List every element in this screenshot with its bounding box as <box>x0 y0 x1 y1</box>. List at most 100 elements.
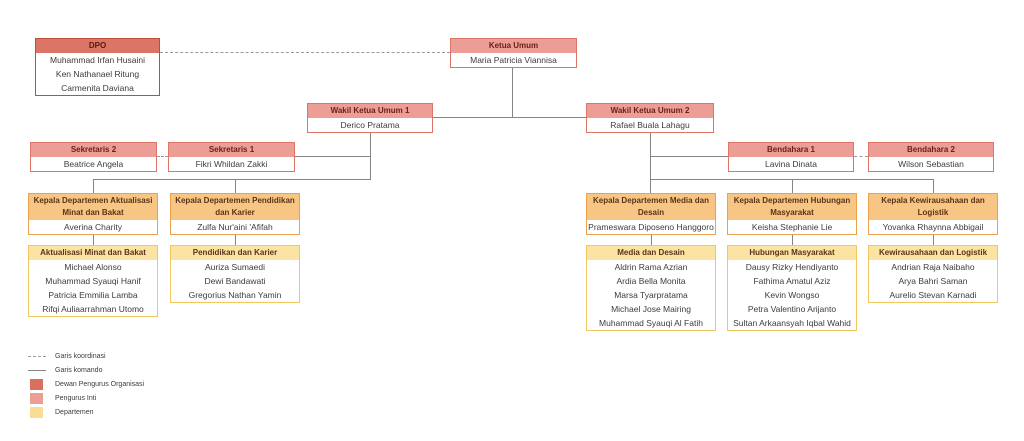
connector-humas-list-drop <box>792 230 793 247</box>
org-box-wakil-ketua-umum-2: Wakil Ketua Umum 2 Rafael Buala Lahagu <box>586 103 714 133</box>
org-box-dept-aktualisasi: Aktualisasi Minat dan Bakat Michael Alon… <box>28 245 158 317</box>
connector-sekretaris1-branch <box>294 156 371 157</box>
legend-item-departemen: Departemen <box>28 406 144 418</box>
member-name: Auriza Sumaedi <box>204 262 265 272</box>
connector-wakil2-drop <box>650 131 651 195</box>
box-title: Kepala Departemen Pendidikan dan Karier <box>171 194 299 220</box>
member-name: Petra Valentino Arijanto <box>747 304 837 314</box>
member-list: Derico Pratama <box>308 118 432 132</box>
coordination-dpo-ketua <box>160 52 450 53</box>
connector-wakil1-drop <box>370 131 371 180</box>
member-list: Zulfa Nur'aini 'Afifah <box>171 220 299 234</box>
member-name: Muhammad Syauqi Hanif <box>45 276 141 286</box>
box-title: Kepala Departemen Aktualisasi Minat dan … <box>29 194 157 220</box>
legend-label: Departemen <box>55 408 94 416</box>
member-list: Lavina Dinata <box>729 157 853 171</box>
solid-line-sample <box>28 369 46 371</box>
member-name: Rafael Buala Lahagu <box>610 120 690 130</box>
member-list: Wilson Sebastian <box>869 157 993 171</box>
legend-item-dewan-pengurus: Dewan Pengurus Organisasi <box>28 378 145 390</box>
member-list: Rafael Buala Lahagu <box>587 118 713 132</box>
member-name: Dewi Bandawati <box>204 276 266 286</box>
box-title: Wakil Ketua Umum 1 <box>308 104 432 118</box>
connector-media-list-drop <box>651 230 652 247</box>
color-swatch <box>30 392 43 404</box>
member-name: Keisha Stephanie Lie <box>751 222 833 232</box>
member-name: Rifqi Auliaarrahman Utomo <box>42 304 144 314</box>
connector-left-dept-bus <box>93 179 371 180</box>
member-name: Beatrice Angela <box>63 159 124 169</box>
box-title: Bendahara 1 <box>729 143 853 157</box>
org-box-sekretaris-2: Sekretaris 2 Beatrice Angela <box>30 142 157 172</box>
member-list: Prameswara Diposeno Hanggoro <box>587 220 715 234</box>
box-title: Wakil Ketua Umum 2 <box>587 104 713 118</box>
legend-label: Garis koordinasi <box>55 352 106 360</box>
legend-item-garis-koordinasi: Garis koordinasi <box>28 351 144 361</box>
connector-bendahara1-branch <box>650 156 729 157</box>
member-name: Zulfa Nur'aini 'Afifah <box>197 222 273 232</box>
member-name: Muhammad Syauqi Al Fatih <box>599 318 703 328</box>
box-title: Aktualisasi Minat dan Bakat <box>29 246 157 260</box>
member-name: Arya Bahri Saman <box>898 276 968 286</box>
member-name: Yovanka Rhaynna Abbigail <box>882 222 984 232</box>
legend: Garis koordinasi Garis komando Dewan Pen… <box>28 351 145 418</box>
member-list: Averina Charity <box>29 220 157 234</box>
box-title: DPO <box>36 39 159 53</box>
member-name: Wilson Sebastian <box>898 159 964 169</box>
member-name: Fikri Whildan Zakki <box>195 159 268 169</box>
org-box-kepala-media: Kepala Departemen Media dan Desain Prame… <box>586 193 716 235</box>
legend-label: Dewan Pengurus Organisasi <box>55 380 145 388</box>
member-name: Kevin Wongso <box>764 290 820 300</box>
member-name: Ken Nathanael Ritung <box>55 69 140 79</box>
org-box-ketua-umum: Ketua Umum Maria Patricia Viannisa <box>450 38 577 68</box>
legend-item-pengurus-inti: Pengurus Inti <box>28 392 144 404</box>
connector-pendidikan-list-drop <box>235 230 236 247</box>
box-title: Kepala Kewirausahaan dan Logistik <box>869 194 997 220</box>
member-list: Yovanka Rhaynna Abbigail <box>869 220 997 234</box>
member-list: Beatrice Angela <box>31 157 156 171</box>
member-name: Gregorius Nathan Yamin <box>188 290 282 300</box>
org-box-kepala-kewirausahaan: Kepala Kewirausahaan dan Logistik Yovank… <box>868 193 998 235</box>
color-swatch <box>30 378 43 390</box>
box-title: Pendidikan dan Karier <box>171 246 299 260</box>
legend-label: Garis komando <box>55 366 103 374</box>
member-name: Carmenita Daviana <box>61 83 134 93</box>
member-name: Aldrin Rama Azrian <box>614 262 688 272</box>
color-swatch <box>30 406 43 418</box>
member-name: Lavina Dinata <box>765 159 817 169</box>
connector-aktualisasi-list-drop <box>93 230 94 247</box>
org-box-sekretaris-1: Sekretaris 1 Fikri Whildan Zakki <box>168 142 295 172</box>
org-box-kepala-pendidikan: Kepala Departemen Pendidikan dan Karier … <box>170 193 300 235</box>
org-box-dept-kewirausahaan: Kewirausahaan dan Logistik Andrian Raja … <box>868 245 998 303</box>
org-box-kepala-aktualisasi: Kepala Departemen Aktualisasi Minat dan … <box>28 193 158 235</box>
org-box-bendahara-1: Bendahara 1 Lavina Dinata <box>728 142 854 172</box>
legend-item-garis-komando: Garis komando <box>28 365 144 375</box>
member-name: Michael Jose Mairing <box>611 304 691 314</box>
member-name: Averina Charity <box>64 222 122 232</box>
member-name: Derico Pratama <box>340 120 400 130</box>
connector-wakil-bus <box>433 117 587 118</box>
org-box-wakil-ketua-umum-1: Wakil Ketua Umum 1 Derico Pratama <box>307 103 433 133</box>
coordination-bendahara1-bendahara2 <box>854 156 868 157</box>
box-title: Sekretaris 2 <box>31 143 156 157</box>
box-title: Kewirausahaan dan Logistik <box>869 246 997 260</box>
connector-kepala-aktualisasi-drop <box>93 179 94 195</box>
member-name: Patricia Emmilia Lamba <box>48 290 138 300</box>
dashed-line-sample <box>28 355 46 357</box>
legend-label: Pengurus Inti <box>55 394 97 402</box>
connector-ketua-drop <box>512 66 513 117</box>
org-box-dept-humas: Hubungan Masyarakat Dausy Rizky Hendiyan… <box>727 245 857 331</box>
org-box-bendahara-2: Bendahara 2 Wilson Sebastian <box>868 142 994 172</box>
member-list: Keisha Stephanie Lie <box>728 220 856 234</box>
box-title: Media dan Desain <box>587 246 715 260</box>
box-title: Kepala Departemen Hubungan Masyarakat <box>728 194 856 220</box>
